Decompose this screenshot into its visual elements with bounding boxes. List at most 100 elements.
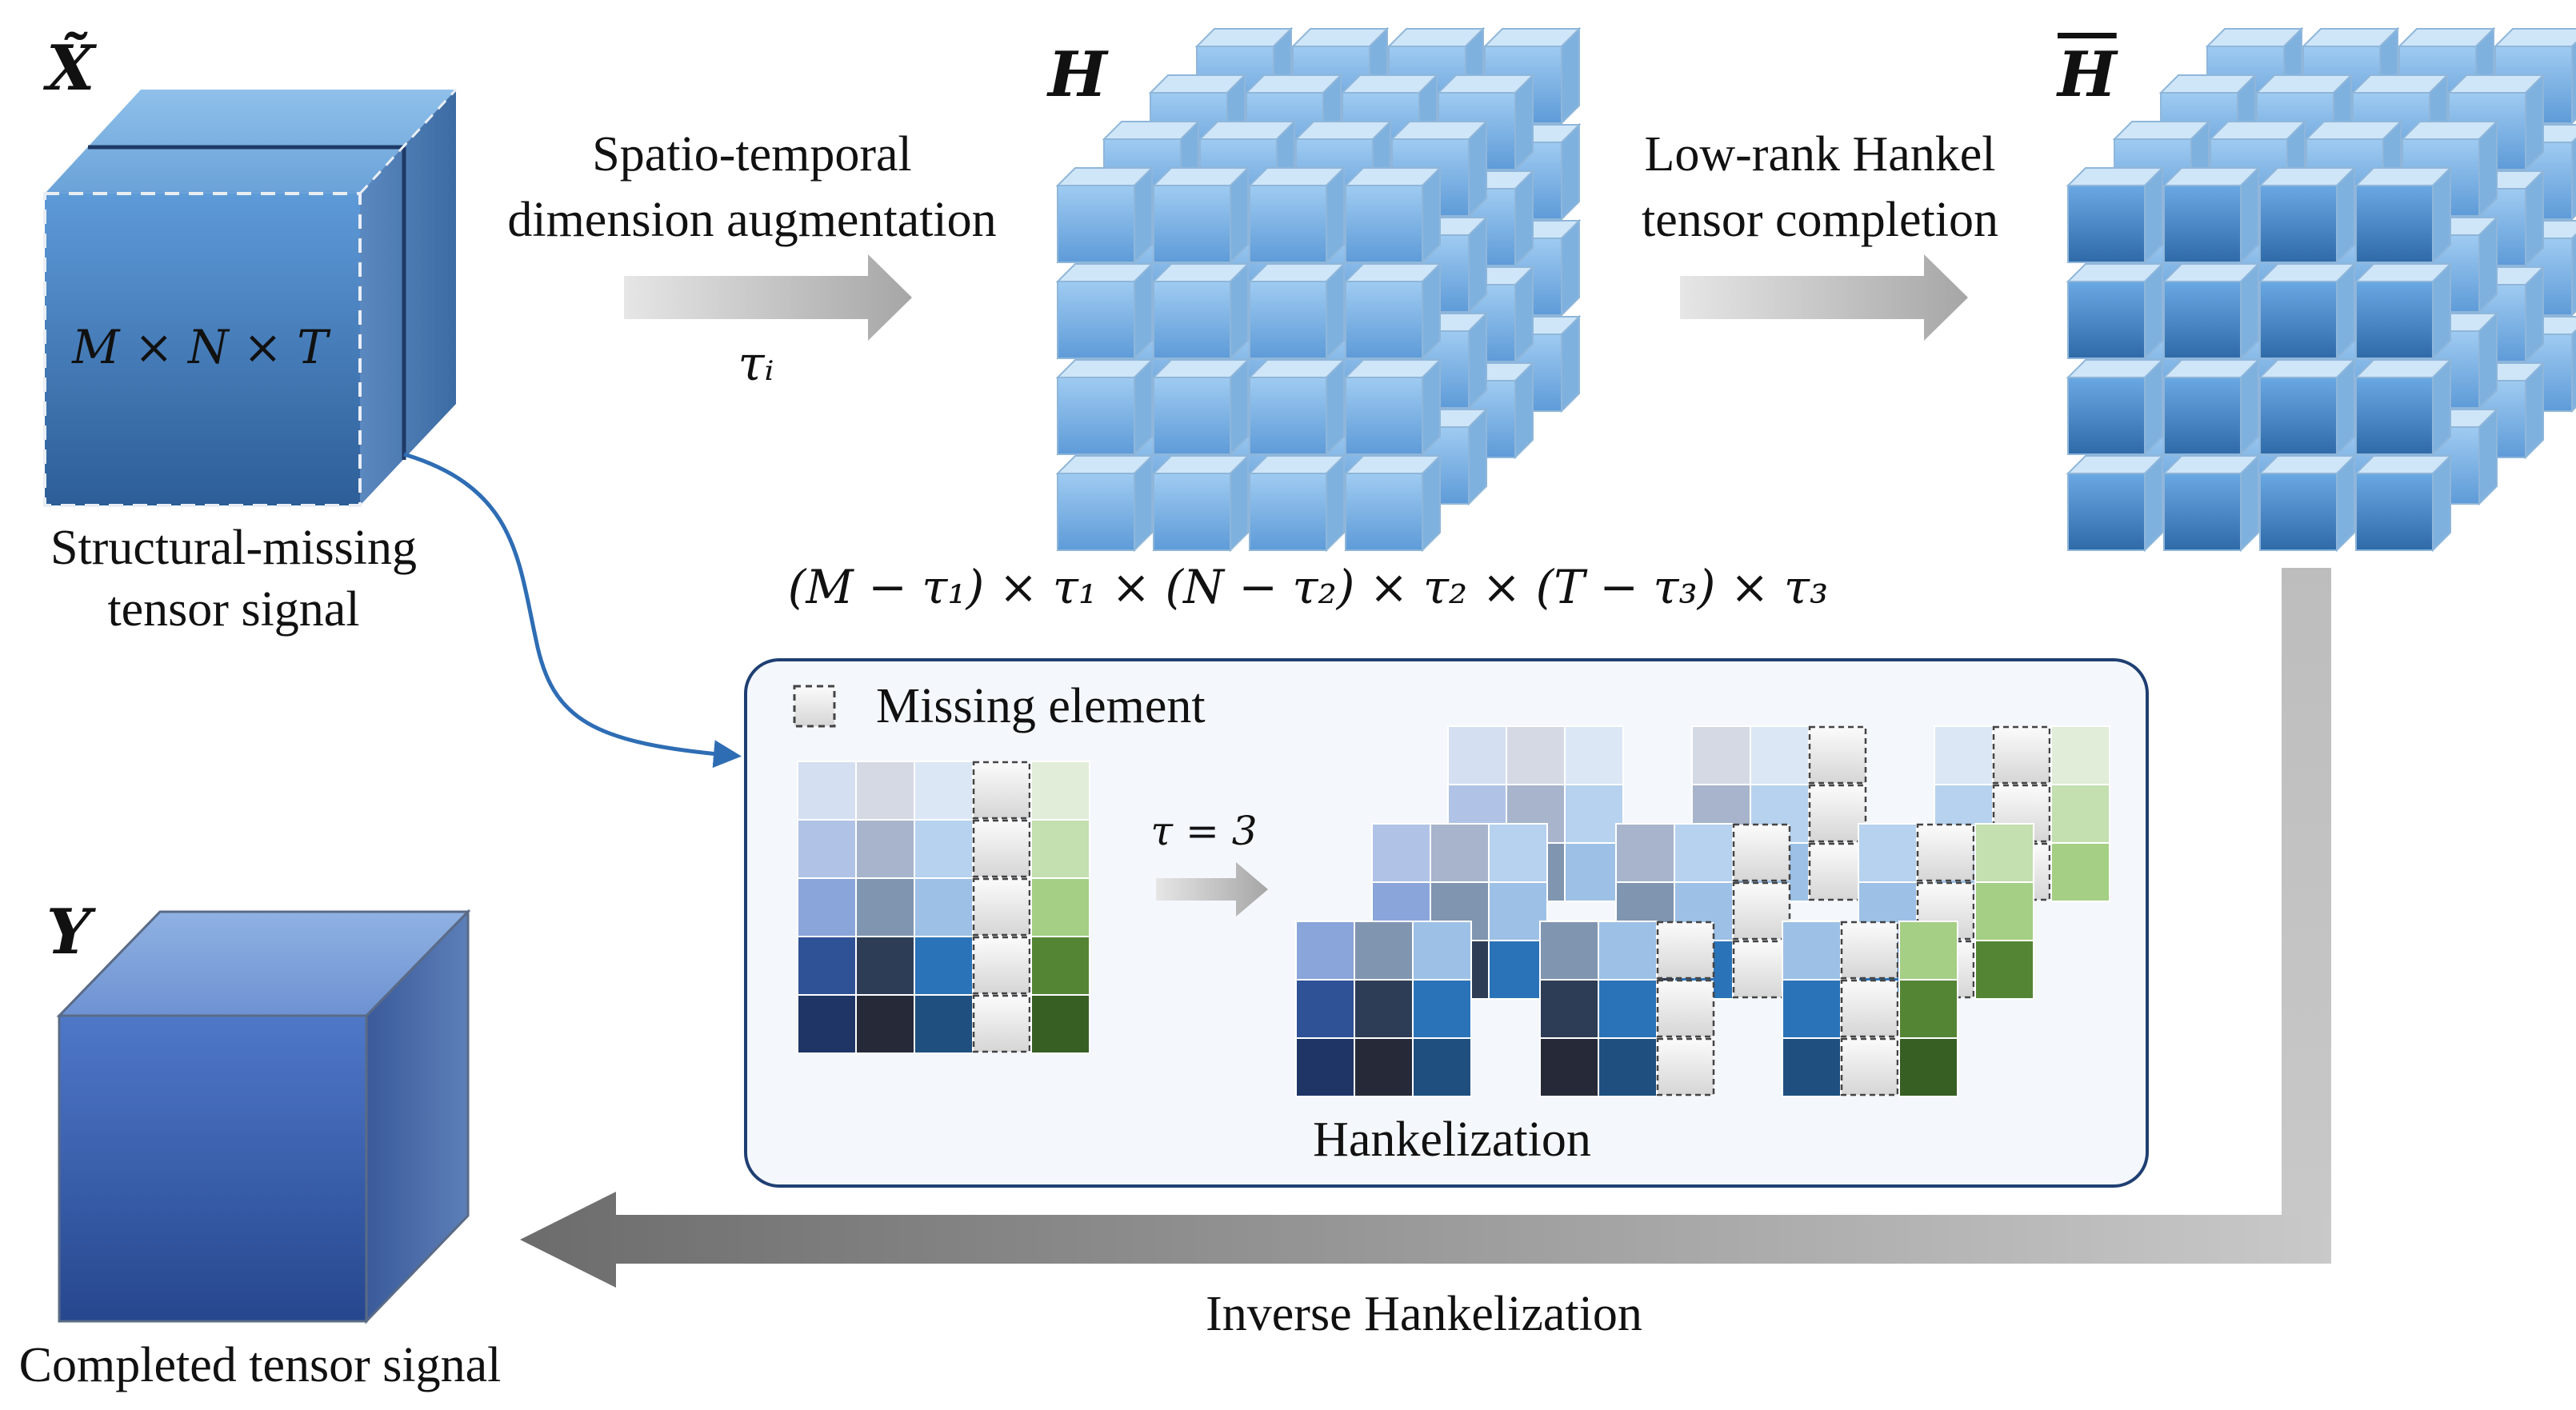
small-cube [2354,166,2453,265]
matrix-cell [1371,823,1431,883]
matrix-cell [855,819,915,879]
matrix-cell [1564,725,1624,785]
completed-hankel-symbol: H [2058,38,2117,111]
matrix-cell [1732,940,1791,999]
small-cube [1151,357,1250,457]
matrix-cell [1030,761,1090,821]
matrix-cell [1916,823,1975,882]
legend-missing-swatch [793,685,836,728]
input-dimensions: M × N × T [72,320,328,374]
completion-arrow [1680,254,1968,341]
matrix-cell [914,819,974,879]
matrix-cell [1840,1037,1899,1096]
hankel-window [1782,921,1958,1097]
matrix-cell [2050,784,2110,844]
inverse-hankelization-arrow [520,1192,2331,1288]
matrix-cell [1656,921,1715,980]
small-cube [1247,262,1346,361]
matrix-cell [1030,936,1090,996]
matrix-cell [914,994,974,1054]
completion-label-line1: Low-rank Hankel [1644,127,1996,182]
matrix-cell [855,994,915,1054]
matrix-cell [972,994,1031,1053]
matrix-cell [797,761,857,821]
small-cube [1247,166,1346,265]
matrix-cell [1598,979,1658,1039]
augmentation-param: τᵢ [738,336,774,392]
hankel-window [1934,725,2110,902]
matrix-cell [2050,725,2110,785]
matrix-cell [1412,979,1472,1039]
small-cube [2066,453,2165,553]
completion-label-line2: tensor completion [1642,193,1998,247]
completed-hankel-tensor-grid [2066,26,2576,553]
matrix-cell [1691,725,1751,785]
input-matrix [797,761,1090,1054]
matrix-cell [1506,725,1566,785]
small-cube [2354,453,2453,553]
hankel-window [1539,921,1715,1097]
matrix-cell [1488,940,1548,1000]
matrix-cell [1782,1037,1842,1097]
hankel-dimensions: (M − τ₁) × τ₁ × (N − τ₂) × τ₂ × (T − τ₃)… [787,560,1829,614]
matrix-cell [1732,823,1791,882]
augmentation-label-line2: dimension augmentation [507,193,997,247]
matrix-cell [1030,819,1090,879]
small-cube [1247,453,1346,553]
small-cube [1343,166,1442,265]
matrix-cell [2050,842,2110,902]
matrix-cell [1030,994,1090,1054]
small-cube [1151,453,1250,553]
matrix-cell [1732,881,1791,941]
matrix-cell [1750,725,1810,785]
matrix-cell [1974,940,2034,1000]
inverse-hankelization-label: Inverse Hankelization [1206,1287,1642,1341]
tau-value: τ = 3 [1150,808,1258,854]
small-cube [2258,453,2357,553]
matrix-cell [1808,784,1867,843]
matrix-cell [1656,1037,1715,1096]
matrix-cell [1295,979,1355,1039]
hankel-matrix-stacks [1295,725,2110,1097]
augmentation-label-line1: Spatio-temporal [592,127,912,182]
matrix-cell [1295,921,1355,981]
tau-arrow [1156,862,1268,917]
matrix-cell [1539,979,1599,1039]
small-cube [2258,357,2357,457]
matrix-cell [1564,784,1624,844]
matrix-cell [1934,725,1994,785]
matrix-cell [1974,881,2034,941]
small-cube [1055,453,1154,553]
matrix-cell [1412,921,1472,981]
small-cube [2258,262,2357,361]
matrix-cell [797,994,857,1054]
matrix-cell [1295,1037,1355,1097]
matrix-cell [797,877,857,937]
small-cube [2354,262,2453,361]
matrix-cell [1674,823,1734,883]
input-caption-line1: Structural-missing [50,521,418,575]
matrix-cell [1539,921,1599,981]
small-cube [2354,357,2453,457]
matrix-cell [1539,1037,1599,1097]
small-cube [2066,262,2165,361]
matrix-cell [1782,979,1842,1039]
matrix-cell [797,936,857,996]
small-cube [1343,262,1442,361]
small-cube [2066,357,2165,457]
matrix-cell [1354,1037,1414,1097]
small-cube [1055,166,1154,265]
input-tensor-cube [43,88,458,507]
augmentation-arrow [624,254,912,341]
small-cube [1343,453,1442,553]
matrix-cell [855,877,915,937]
small-cube [2162,262,2261,361]
matrix-cell [1430,823,1490,883]
matrix-cell [1354,921,1414,981]
matrix-cell [1615,823,1675,883]
matrix-cell [914,936,974,996]
matrix-cell [1898,921,1958,981]
small-cube [1055,357,1154,457]
output-caption: Completed tensor signal [18,1338,502,1392]
